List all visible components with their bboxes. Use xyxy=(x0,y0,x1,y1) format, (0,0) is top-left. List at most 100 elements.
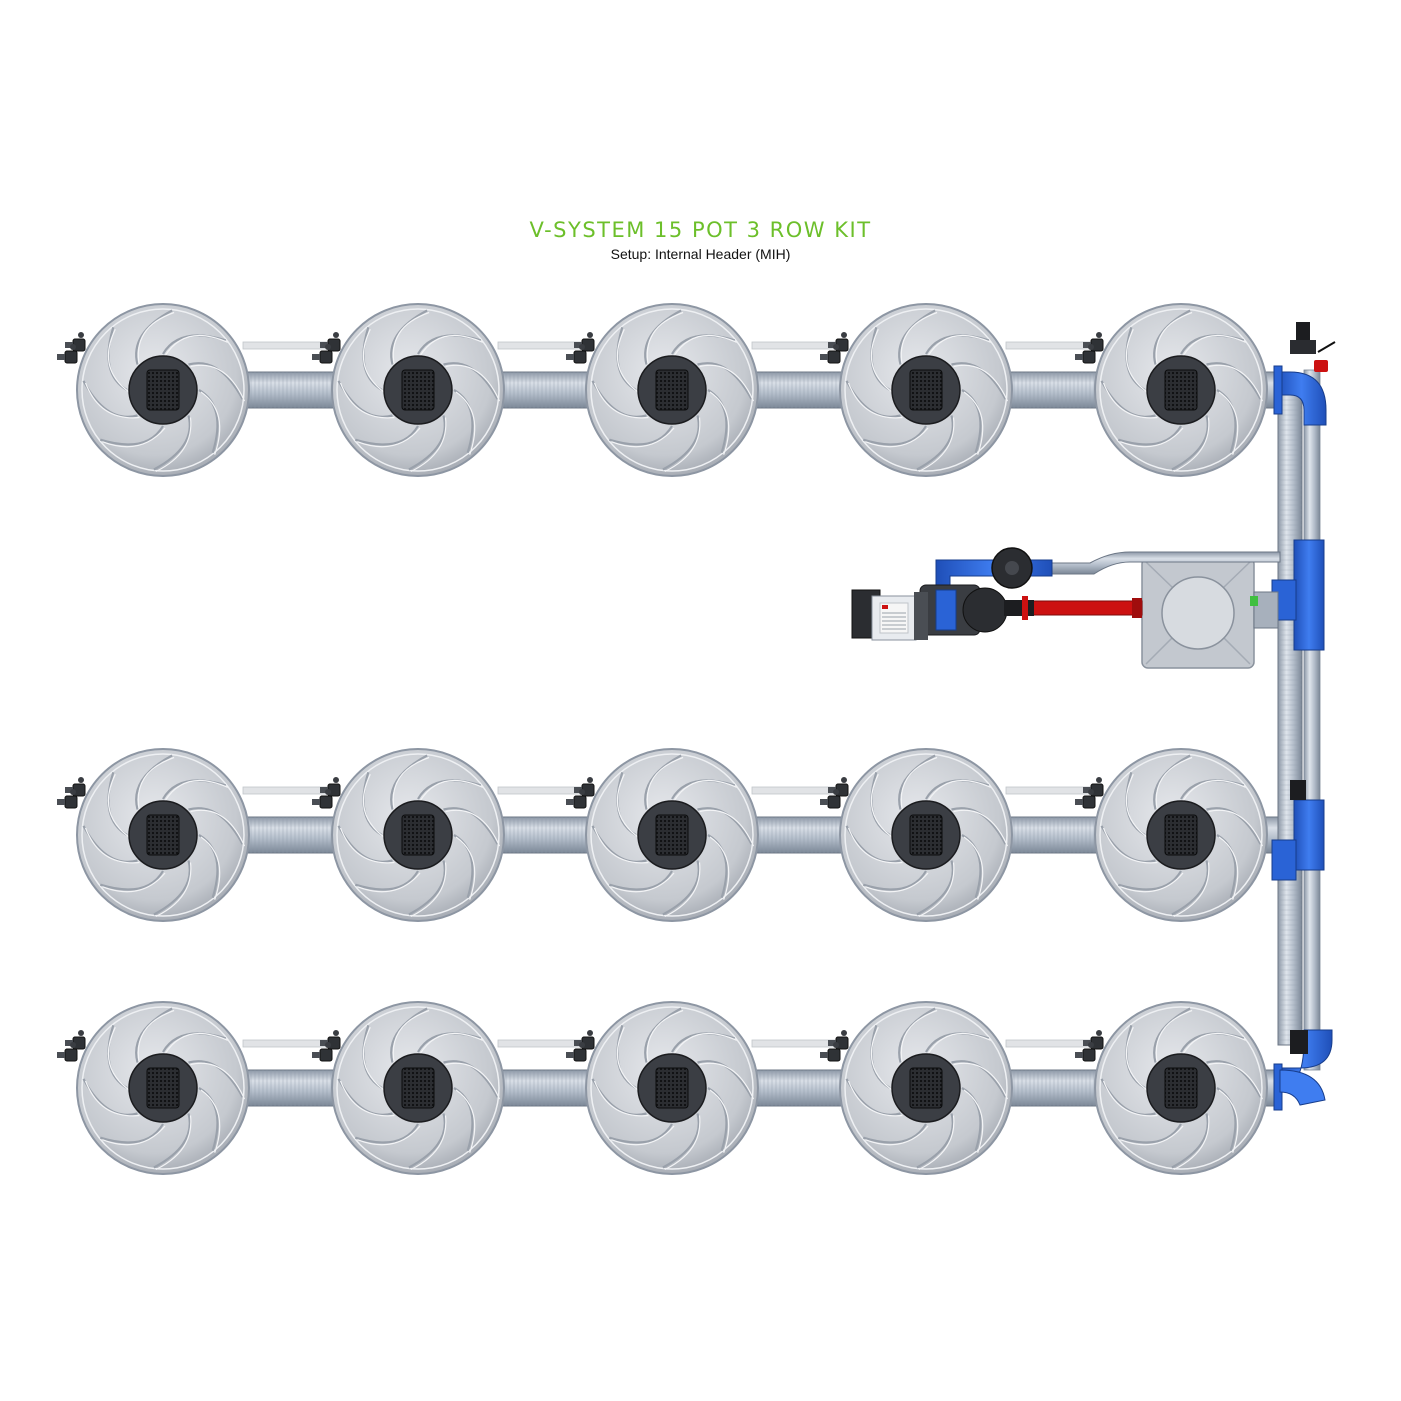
pot-swirl-highlight xyxy=(673,1032,737,1055)
pot xyxy=(331,748,505,922)
pot-swirl-highlight xyxy=(918,862,955,918)
drain-pipe xyxy=(242,1069,339,1107)
fitting-stem xyxy=(1075,799,1083,805)
pot-swirl-highlight xyxy=(664,1115,701,1171)
pot-swirl-rib xyxy=(1153,1007,1191,1063)
diagram-title: V-SYSTEM 15 POT 3 ROW KIT xyxy=(529,218,872,242)
pot-swirl-rib xyxy=(354,870,419,891)
drain-pipe xyxy=(497,371,593,409)
fitting-body xyxy=(64,1048,78,1062)
drain-pipe xyxy=(1005,371,1102,409)
mesh-basket xyxy=(401,814,435,856)
fitting-cap xyxy=(841,777,847,783)
pot-swirl-highlight xyxy=(963,391,984,455)
pot-swirl-highlight xyxy=(445,364,501,402)
fitting-body xyxy=(827,1048,841,1062)
pot xyxy=(76,303,250,477)
pot-swirl-highlight xyxy=(963,836,984,900)
pot-swirl-highlight xyxy=(1125,774,1148,838)
pot-swirl-highlight xyxy=(870,774,893,838)
pot-lip xyxy=(590,308,754,472)
pot-swirl-highlight xyxy=(1125,329,1148,393)
feed-fitting xyxy=(312,1042,333,1062)
pot-swirl-highlight xyxy=(190,809,246,847)
pot-swirl-highlight xyxy=(616,329,639,393)
fitting-stem xyxy=(820,1052,828,1058)
mesh-basket xyxy=(401,1067,435,1109)
pot-swirl-highlight xyxy=(646,311,684,367)
fitting-body xyxy=(64,795,78,809)
mesh-basket xyxy=(146,1067,180,1109)
pot-swirl-highlight xyxy=(1155,1009,1193,1065)
pot-lip xyxy=(844,1006,1008,1170)
pot-swirl-highlight xyxy=(102,872,166,893)
fitting-cap xyxy=(587,777,593,783)
pump-inlet xyxy=(935,589,957,631)
feed-fitting xyxy=(820,344,841,364)
black-tee-body xyxy=(1290,340,1316,354)
valve-handle xyxy=(1317,341,1336,353)
fitting-body xyxy=(319,1048,333,1062)
feed-fitting xyxy=(57,1042,78,1062)
header-assembly xyxy=(851,322,1336,1111)
blue-coupling xyxy=(1271,839,1297,881)
fitting-stem xyxy=(320,787,328,793)
pot-swirl-rib xyxy=(390,1007,428,1063)
pot-swirl-rib xyxy=(99,870,164,891)
pot-row xyxy=(57,1001,1283,1175)
check-valve xyxy=(1004,600,1034,616)
pot-row xyxy=(57,303,1283,477)
pot-swirl-highlight xyxy=(362,1027,385,1091)
pot-swirl-highlight xyxy=(1218,391,1239,455)
pot-swirl-highlight xyxy=(611,427,675,448)
green-gasket xyxy=(1250,596,1258,606)
pot-swirl-highlight xyxy=(1102,382,1158,419)
fitting-cap xyxy=(325,344,331,350)
fitting-body xyxy=(1082,350,1096,364)
fitting-body xyxy=(319,795,333,809)
pot-swirl-highlight xyxy=(107,1027,130,1091)
feed-fitting xyxy=(1083,777,1104,797)
pot-swirl-highlight xyxy=(593,827,649,864)
pot-swirl-rib xyxy=(862,1123,927,1144)
pot-swirl-rib xyxy=(408,415,446,471)
pot-swirl-highlight xyxy=(709,391,730,455)
fitting-body xyxy=(827,350,841,364)
fitting-body xyxy=(573,1048,587,1062)
pot xyxy=(76,748,250,922)
mesh-basket xyxy=(1164,814,1198,856)
pot-swirl-highlight xyxy=(357,872,421,893)
pump-assembly xyxy=(919,547,1053,636)
pot-swirl-rib xyxy=(644,309,682,365)
fitting-stem xyxy=(65,1040,73,1046)
pot-swirl-highlight xyxy=(616,1027,639,1091)
red-valve xyxy=(1022,596,1028,620)
bottom-elbow-bend xyxy=(1279,1069,1326,1106)
pot-swirl-highlight xyxy=(611,1125,675,1146)
pot-lip xyxy=(1099,1006,1263,1170)
pot-swirl-rib xyxy=(354,425,419,446)
black-tee xyxy=(1290,1030,1308,1054)
pot-swirl-highlight xyxy=(865,872,929,893)
pot-swirl-highlight xyxy=(1120,1125,1184,1146)
feed-fitting xyxy=(820,789,841,809)
fitting-stem xyxy=(312,799,320,805)
pot xyxy=(839,1001,1013,1175)
blue-coupling xyxy=(1273,365,1283,415)
fitting-stem xyxy=(320,342,328,348)
pot-swirl-highlight xyxy=(410,862,447,918)
fitting-cap xyxy=(78,777,84,783)
feed-fitting xyxy=(65,777,86,797)
pot-swirl-highlight xyxy=(1208,1062,1264,1100)
pot-swirl-highlight xyxy=(699,364,755,402)
pot-swirl-rib xyxy=(608,870,673,891)
feed-fitting xyxy=(820,1042,841,1062)
drain-pipe xyxy=(242,816,339,854)
pot-swirl-rib xyxy=(135,309,173,365)
top-elbow xyxy=(1276,371,1327,426)
pot-swirl-rib xyxy=(862,425,927,446)
pot-swirl-highlight xyxy=(190,1062,246,1100)
fitting-cap xyxy=(1096,1030,1102,1036)
pot-swirl-highlight xyxy=(339,382,395,419)
pot-swirl-highlight xyxy=(155,1115,192,1171)
